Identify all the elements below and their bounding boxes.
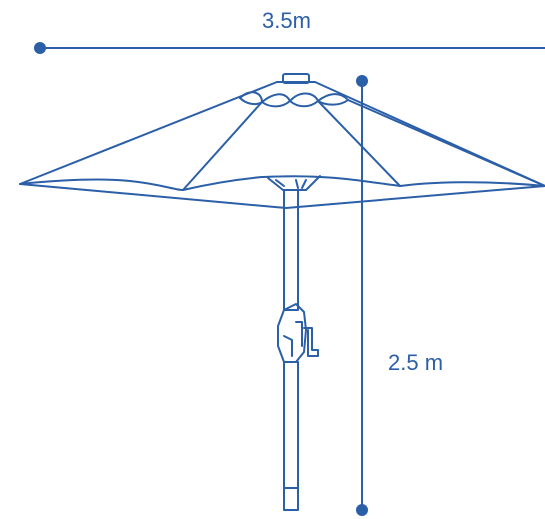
width-dimension-endpoint — [34, 42, 46, 54]
umbrella-canopy-icon — [19, 73, 545, 209]
crank-handle-icon — [277, 303, 319, 363]
height-dimension-bottom-endpoint — [356, 504, 368, 516]
width-dimension-line — [34, 42, 545, 54]
height-dimension-top-endpoint — [356, 75, 368, 87]
height-dimension-label: 2.5 m — [388, 350, 444, 375]
width-dimension-label: 3.5m — [262, 8, 311, 33]
height-dimension-line — [356, 75, 368, 516]
